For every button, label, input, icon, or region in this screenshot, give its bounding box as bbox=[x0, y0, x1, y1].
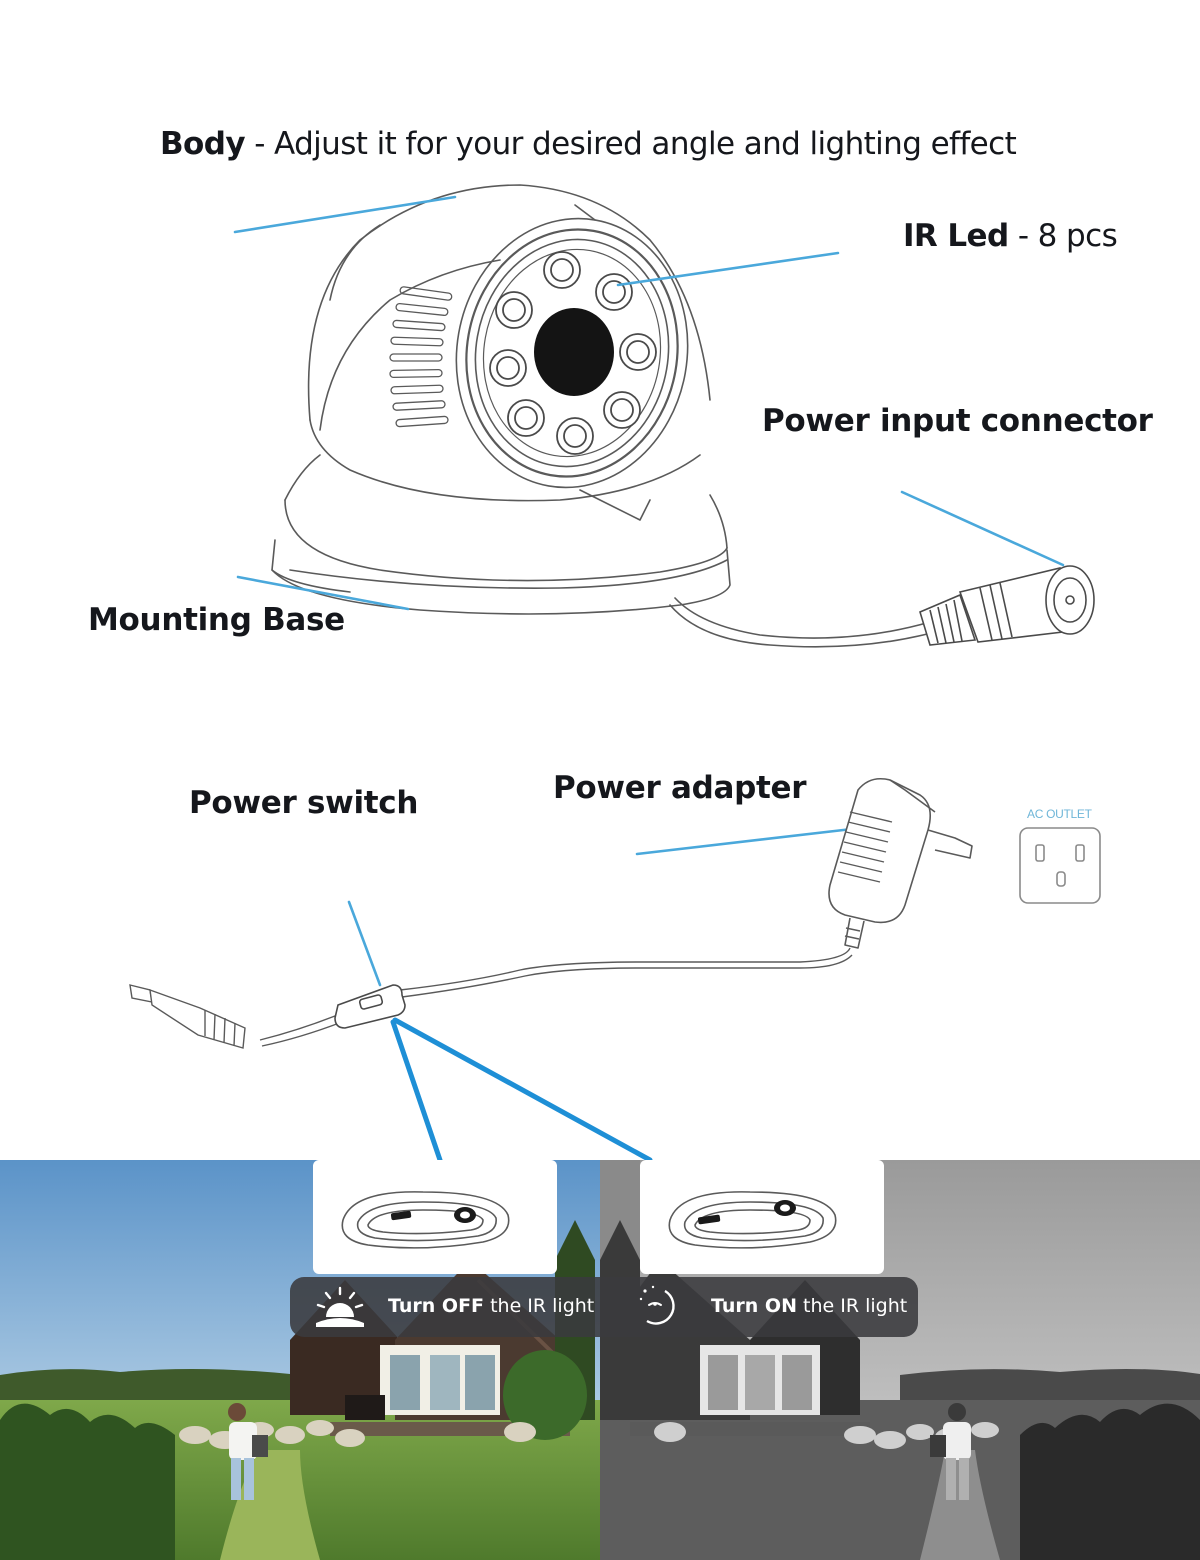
ir-on-text: Turn ON the IR light bbox=[711, 1295, 907, 1317]
switch-closeup-on bbox=[640, 1160, 884, 1274]
power-adapter bbox=[828, 777, 973, 949]
leader-line-mounting-base bbox=[236, 575, 410, 611]
label-power-adapter: Power adapter bbox=[553, 770, 807, 806]
photo-day-scene bbox=[0, 1160, 600, 1560]
person-night bbox=[930, 1403, 971, 1500]
ir-on-rest: the IR light bbox=[796, 1295, 908, 1317]
leader-line-power-adapter bbox=[635, 827, 854, 856]
rocker-switch-off bbox=[341, 1191, 510, 1249]
camera-body bbox=[307, 184, 711, 521]
switch-closeup-off bbox=[313, 1160, 557, 1274]
ac-outlet bbox=[1019, 827, 1101, 904]
label-ir-led-count: - 8 pcs bbox=[1008, 218, 1118, 254]
day-scene-illustration bbox=[0, 1160, 600, 1560]
ir-led-7 bbox=[489, 349, 527, 387]
label-ir-led: IR Led - 8 pcs bbox=[903, 218, 1118, 254]
dc-plug bbox=[129, 984, 246, 1049]
label-power-input-connector: Power input connector bbox=[762, 403, 1153, 439]
ir-off-rest: the IR light bbox=[484, 1295, 595, 1317]
power-input-connector bbox=[919, 565, 1095, 646]
ir-on-bold: Turn ON bbox=[711, 1295, 797, 1317]
ir-led-5 bbox=[556, 417, 594, 455]
label-ir-led-title: IR Led bbox=[903, 218, 1009, 254]
label-power-switch: Power switch bbox=[189, 785, 419, 821]
leader-line-body bbox=[233, 195, 457, 234]
ir-led-2 bbox=[595, 273, 633, 311]
ir-off-text: Turn OFF the IR light bbox=[388, 1295, 594, 1317]
leader-line-ir-led bbox=[616, 251, 840, 287]
sun-icon bbox=[312, 1283, 368, 1335]
inline-power-switch bbox=[334, 984, 406, 1029]
mounting-base bbox=[271, 454, 731, 615]
ir-light-banner: Turn OFF the IR light Turn ON the IR lig… bbox=[290, 1277, 918, 1337]
label-body: Body - Adjust it for your desired angle … bbox=[160, 126, 1017, 162]
rocker-switch-on bbox=[668, 1191, 837, 1249]
night-scene-illustration bbox=[600, 1160, 1200, 1560]
label-body-title: Body bbox=[160, 126, 246, 162]
camera-illustration bbox=[129, 184, 1101, 1160]
label-body-description: - Adjust it for your desired angle and l… bbox=[244, 126, 1017, 162]
ir-led-4 bbox=[603, 391, 641, 429]
switch-arrow-off bbox=[390, 1019, 443, 1160]
person-day bbox=[228, 1403, 268, 1500]
switch-arrow-on bbox=[392, 1017, 653, 1160]
ir-led-8 bbox=[495, 291, 533, 329]
ir-led-1 bbox=[543, 251, 581, 289]
vent-slots bbox=[389, 286, 453, 428]
ir-off-bold: Turn OFF bbox=[388, 1295, 485, 1317]
camera-cable bbox=[674, 597, 931, 639]
photo-night-scene bbox=[600, 1160, 1200, 1560]
lens bbox=[534, 308, 614, 396]
ir-led-3 bbox=[619, 333, 657, 371]
power-cord bbox=[259, 947, 853, 1047]
label-mounting-base: Mounting Base bbox=[88, 602, 345, 638]
ir-led-6 bbox=[507, 399, 545, 437]
leader-line-power-switch bbox=[347, 900, 382, 987]
moon-icon bbox=[635, 1283, 683, 1335]
label-ac-outlet: AC OUTLET bbox=[1027, 807, 1092, 821]
leader-line-power-input bbox=[900, 490, 1065, 567]
